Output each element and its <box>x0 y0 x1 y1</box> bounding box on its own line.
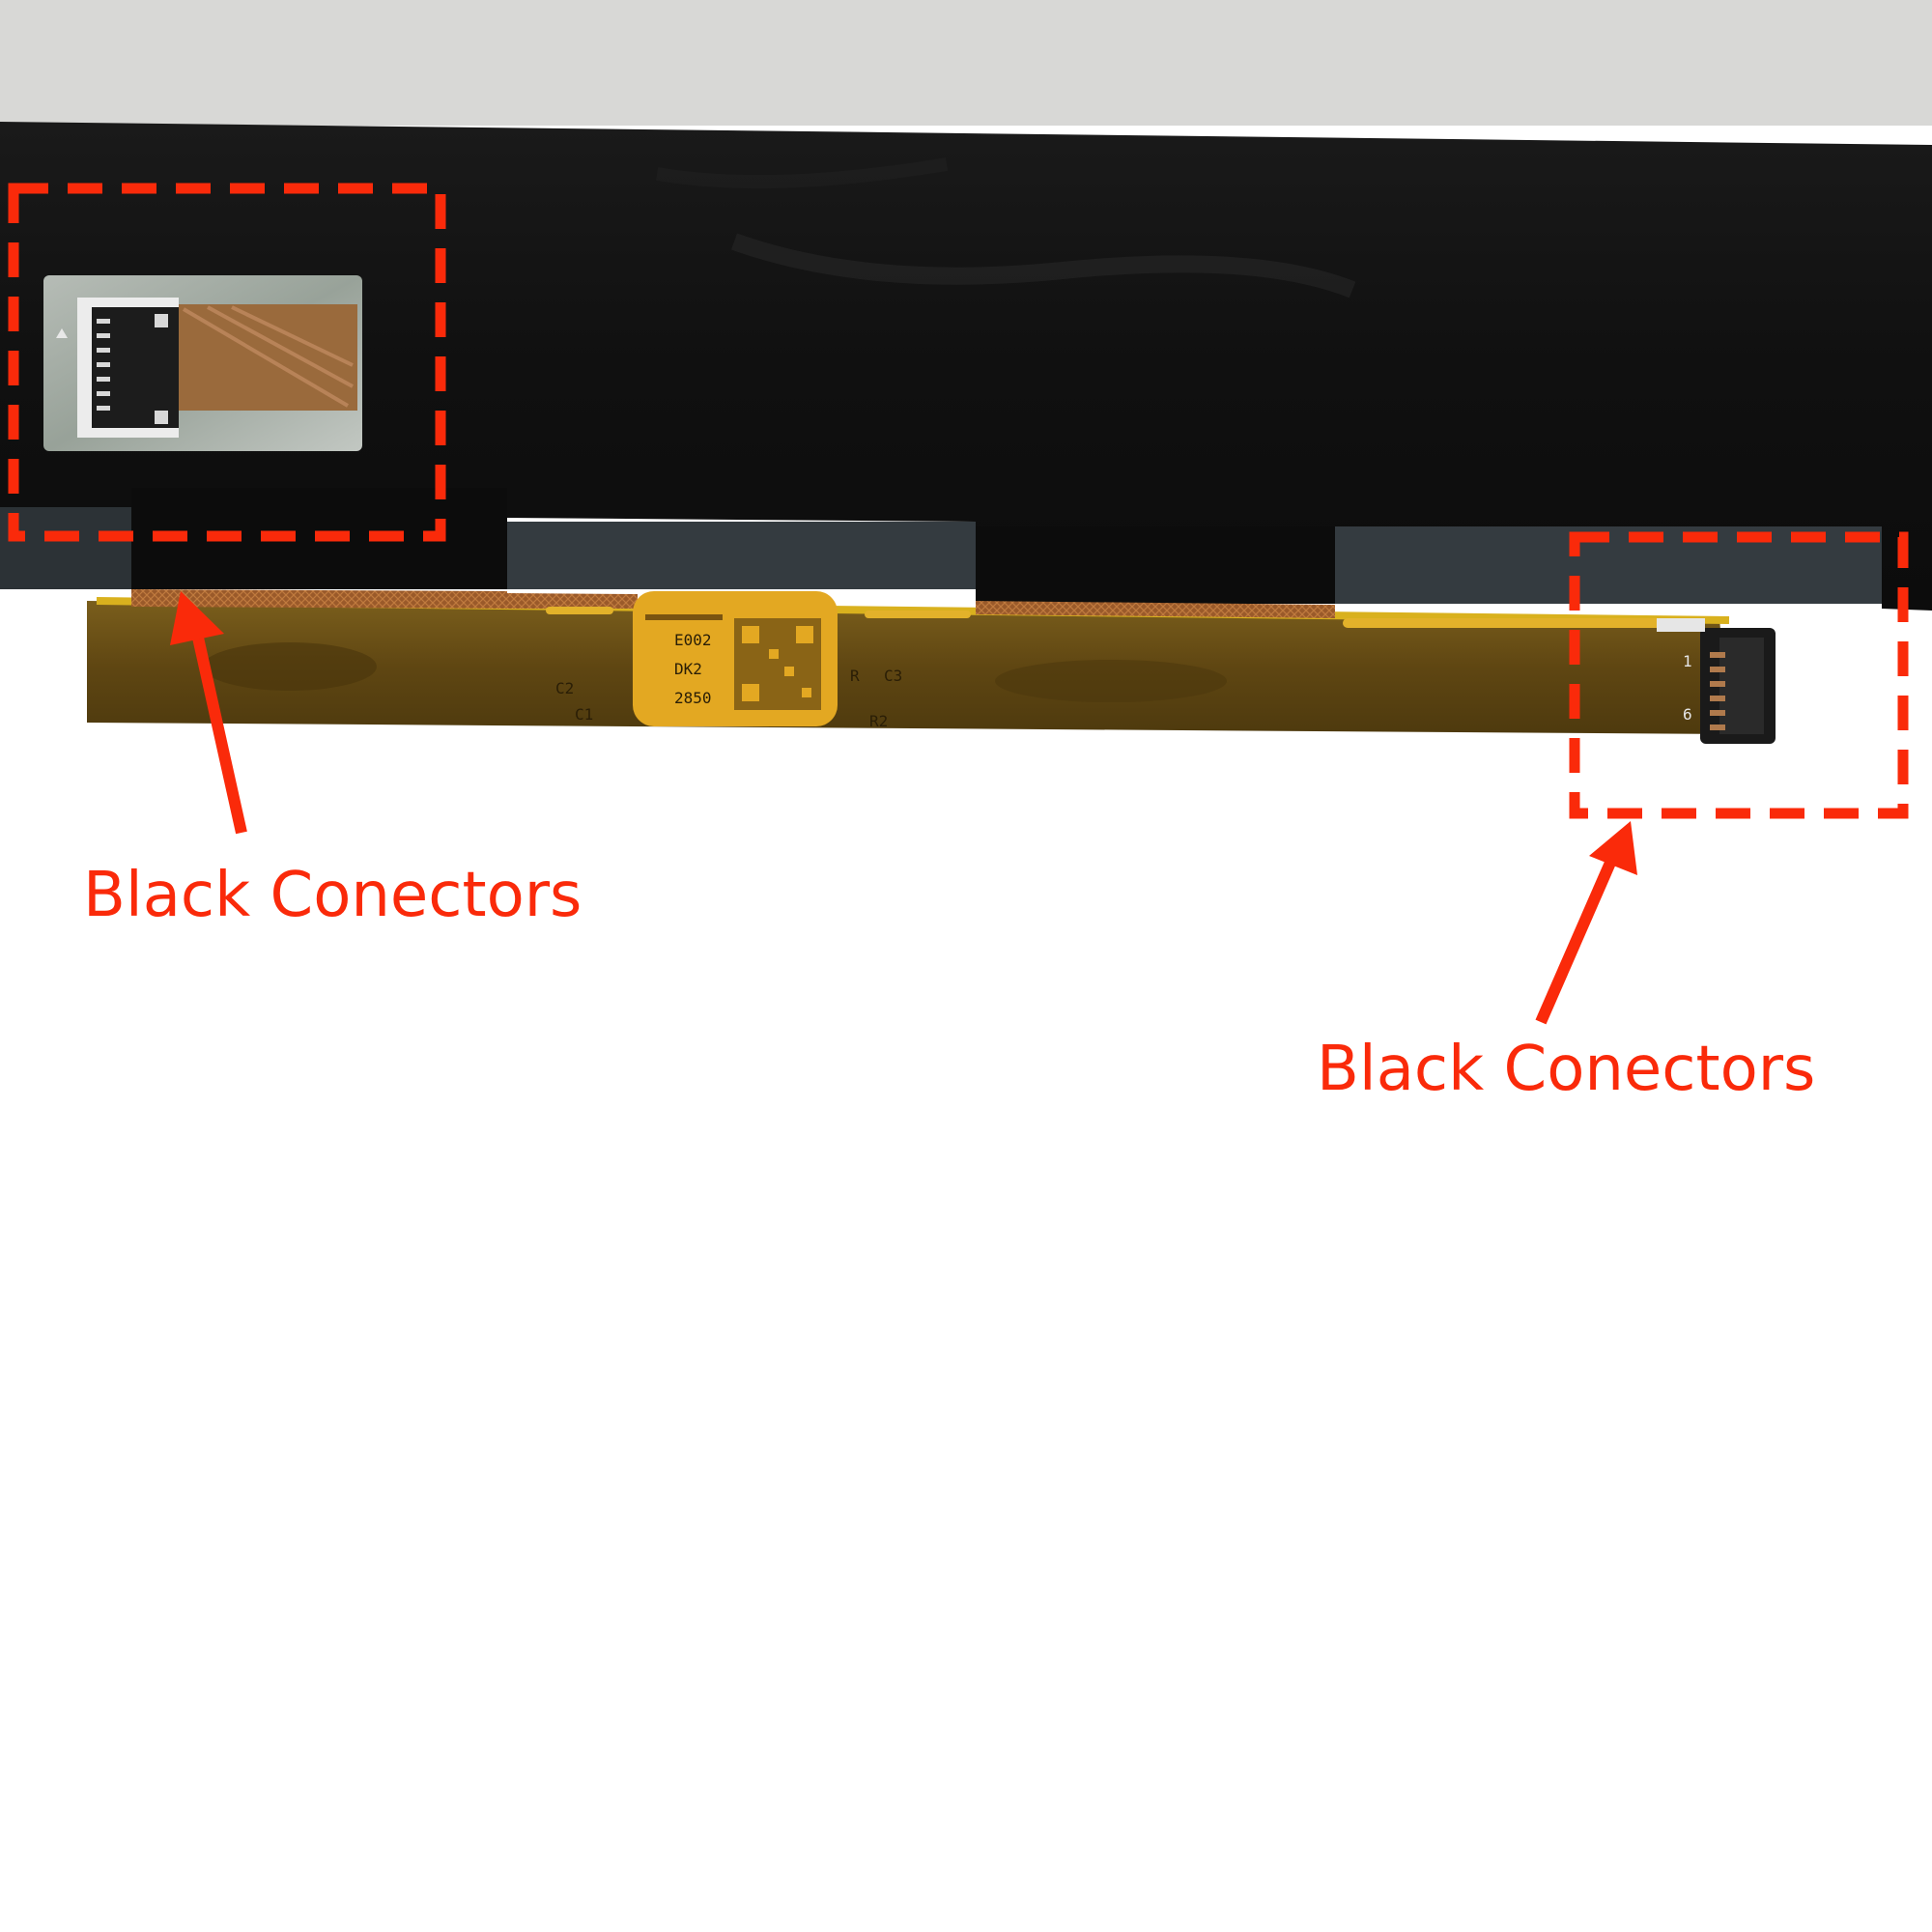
pcb-marking-pin-1: 1 <box>1683 652 1692 670</box>
right-dashed-box <box>1569 531 1909 819</box>
left-connector-fpc-traces <box>182 305 354 408</box>
panel-edge-tab <box>976 526 1335 604</box>
left-connector-latch <box>155 314 168 327</box>
panel-edge-strip <box>0 507 131 589</box>
right-arrow-icon <box>1535 821 1637 1025</box>
flex-blotch <box>203 642 377 691</box>
pcb-marking-c1: C1 <box>575 705 593 724</box>
pcb-marking-c3: C3 <box>884 667 902 685</box>
pcb-marking-pin-6: 6 <box>1683 705 1692 724</box>
flex-copper-trace <box>131 589 507 609</box>
backdrop-top <box>0 0 1932 126</box>
qr-pattern <box>742 626 813 701</box>
panel-edge-strip <box>507 522 976 589</box>
right-connector-white-tab <box>1657 618 1705 632</box>
pcb-marking-r: R <box>850 667 860 685</box>
left-dashed-box <box>8 183 446 542</box>
left-callout-label: Black Conectors <box>83 860 582 931</box>
right-connector-body <box>1719 638 1764 734</box>
flex-tab <box>865 611 971 618</box>
pcb-markings: C2 C1 C3 R R2 E002 DK2 2850 1 6 <box>555 631 1692 730</box>
left-connector-latch <box>155 411 168 424</box>
pcb-marking-code-b: DK2 <box>674 660 702 678</box>
panel-wrinkle <box>730 233 1356 298</box>
panel-wrinkle <box>655 157 949 188</box>
left-connector-marker <box>56 328 68 338</box>
pcb-marking-c2: C2 <box>555 679 574 697</box>
right-callout-label: Black Conectors <box>1317 1034 1816 1105</box>
left-arrow-icon <box>170 591 247 835</box>
flex-cable <box>87 601 1729 734</box>
flex-tab <box>1343 618 1662 628</box>
flex-copper-trace <box>976 601 1335 618</box>
flex-tab <box>546 607 613 614</box>
pcb-marking-r2: R2 <box>869 712 888 730</box>
flex-copper-trace <box>507 593 638 609</box>
sticker-text-lines <box>645 614 723 620</box>
pcb-marking-code-c: 2850 <box>674 689 712 707</box>
flex-blotch <box>995 660 1227 702</box>
left-connector-pins <box>97 319 110 411</box>
right-connector-pins <box>1710 652 1725 730</box>
pcb-marking-code-a: E002 <box>674 631 712 649</box>
